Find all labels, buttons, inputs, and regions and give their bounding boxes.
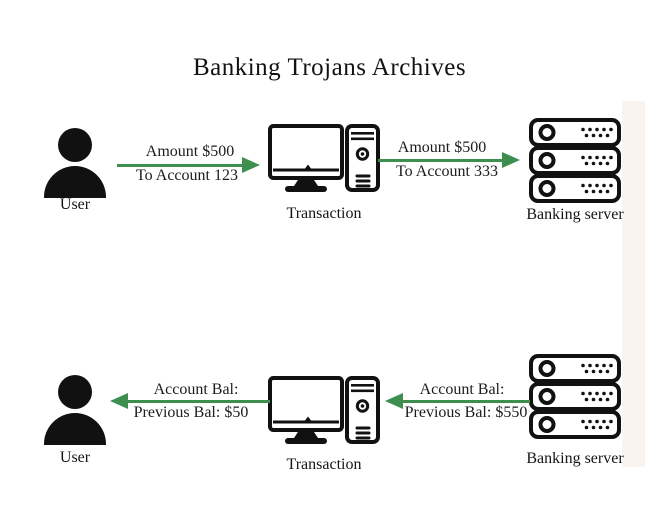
user-icon (44, 128, 106, 198)
arrow-line-server-to-transaction (403, 400, 530, 403)
transaction-computer-icon (268, 124, 380, 194)
arrow-label-bottom: Previous Bal: $550 (404, 404, 528, 421)
arrow-label-bottom: Previous Bal: $50 (133, 404, 249, 421)
background-strip (622, 101, 645, 467)
arrow-line-transaction-to-server (378, 159, 502, 162)
arrow-label-bottom: To Account 333 (396, 163, 498, 180)
diagram-title: Banking Trojans Archives (192, 54, 467, 81)
user-label: User (59, 196, 91, 213)
arrow-head-left-icon (110, 393, 128, 409)
transaction-label: Transaction (286, 205, 362, 222)
arrow-head-right-icon (502, 152, 520, 168)
transaction-computer-icon (268, 376, 380, 446)
arrow-label-top: Account Bal: (419, 381, 505, 398)
arrow-head-right-icon (242, 157, 260, 173)
arrow-line-transaction-to-user (128, 400, 270, 403)
transaction-label: Transaction (286, 456, 362, 473)
banking-server-label: Banking server (526, 450, 624, 467)
arrow-label-top: Amount $500 (145, 143, 235, 160)
banking-server-icon (529, 118, 621, 204)
arrow-label-top: Amount $500 (397, 139, 487, 156)
user-icon (44, 375, 106, 445)
banking-server-icon (529, 354, 621, 440)
arrow-line-user-to-transaction (117, 164, 242, 167)
arrow-label-top: Account Bal: (153, 381, 239, 398)
user-label: User (59, 449, 91, 466)
arrow-label-bottom: To Account 123 (136, 167, 238, 184)
arrow-head-left-icon (385, 393, 403, 409)
banking-server-label: Banking server (526, 206, 624, 223)
